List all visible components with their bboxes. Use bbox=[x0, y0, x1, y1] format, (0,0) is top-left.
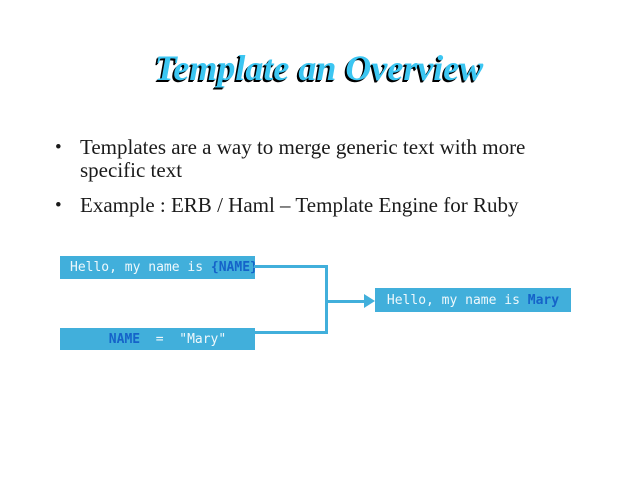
connector-line-vertical bbox=[325, 265, 328, 334]
code-text: Hello, my name is bbox=[70, 260, 211, 275]
variable-token: Mary bbox=[527, 292, 560, 308]
arrow-head-icon bbox=[364, 294, 375, 308]
bullet-line: Example : ERB / Haml – Template Engine f… bbox=[80, 193, 519, 217]
arrow-shaft bbox=[325, 300, 366, 303]
bullet-list: • Templates are a way to merge generic t… bbox=[55, 136, 585, 217]
variable-token: {NAME} bbox=[210, 260, 258, 275]
variable-token: NAME bbox=[108, 331, 141, 347]
bullet-dot-icon: • bbox=[55, 195, 62, 216]
bullet-item: • Example : ERB / Haml – Template Engine… bbox=[55, 194, 585, 217]
page-title: Template an Overview bbox=[154, 48, 484, 88]
bullet-line: specific text bbox=[80, 158, 183, 182]
connector-line-bottom bbox=[254, 331, 328, 334]
bullet-item: • Templates are a way to merge generic t… bbox=[55, 136, 585, 182]
bullet-line: Templates are a way to merge generic tex… bbox=[80, 135, 526, 159]
bullet-text: Example : ERB / Haml – Template Engine f… bbox=[80, 194, 585, 217]
template-text-box: Hello, my name is {NAME} bbox=[60, 256, 258, 279]
bullet-dot-icon: • bbox=[55, 137, 62, 158]
variable-assignment-box: NAME = "Mary" bbox=[60, 328, 255, 350]
code-text: Hello, my name is bbox=[386, 292, 528, 308]
merged-result-box: Hello, my name is Mary bbox=[375, 288, 571, 312]
bullet-text: Templates are a way to merge generic tex… bbox=[80, 136, 585, 182]
connector-line-top bbox=[254, 265, 328, 268]
code-text: = "Mary" bbox=[140, 331, 227, 347]
